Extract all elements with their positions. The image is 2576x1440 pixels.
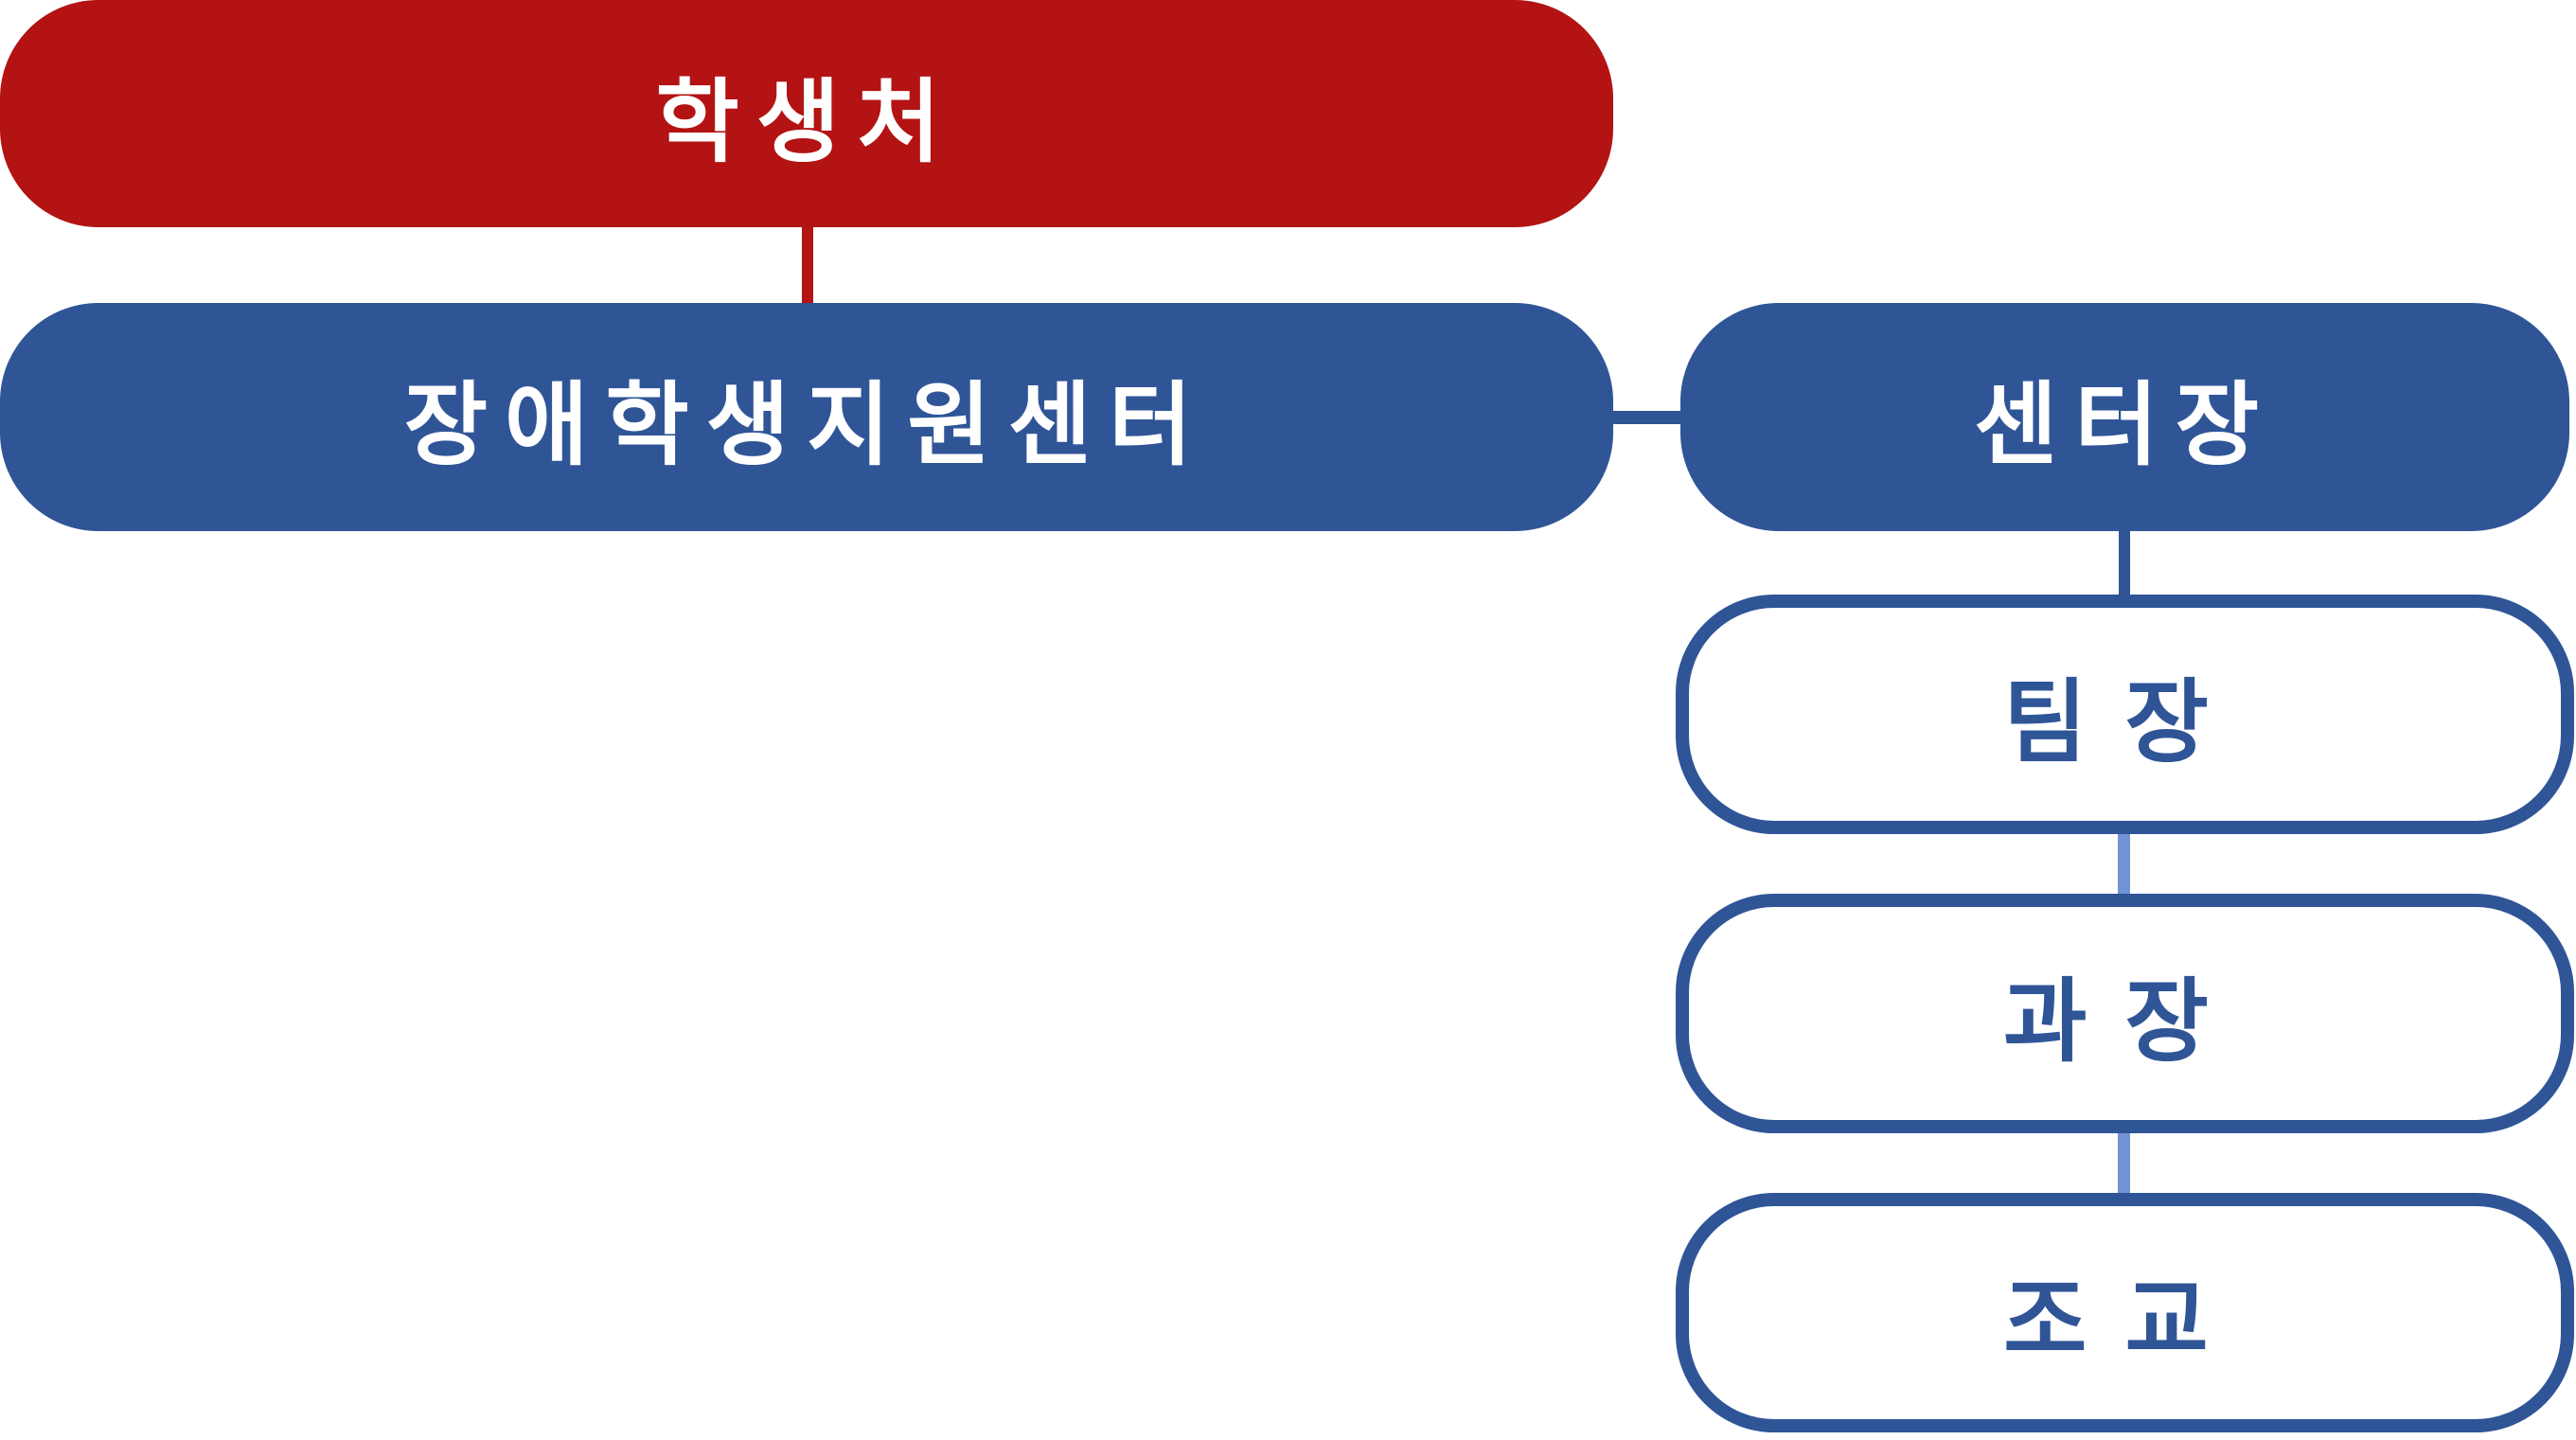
connector-chief-assistant <box>2118 1124 2130 1200</box>
node-label: 장애학생지원센터 <box>403 372 1210 478</box>
node-assistant: 조교 <box>1676 1193 2574 1432</box>
node-label: 조교 <box>2003 1268 2247 1374</box>
node-disability-support-center: 장애학생지원센터 <box>0 303 1613 531</box>
node-label: 과장 <box>2003 969 2247 1075</box>
node-label: 센터장 <box>1974 372 2276 478</box>
node-section-chief: 과장 <box>1676 894 2574 1133</box>
node-label: 학생처 <box>655 68 958 175</box>
connector-team-chief <box>2118 825 2130 900</box>
node-team-leader: 팀장 <box>1676 595 2574 834</box>
connector-director-team <box>2119 525 2130 599</box>
node-center-director: 센터장 <box>1680 303 2569 531</box>
connector-center-director <box>1609 411 1685 424</box>
connector-office-center <box>802 222 813 308</box>
node-label: 팀장 <box>2003 669 2247 775</box>
node-student-affairs-office: 학생처 <box>0 0 1613 227</box>
